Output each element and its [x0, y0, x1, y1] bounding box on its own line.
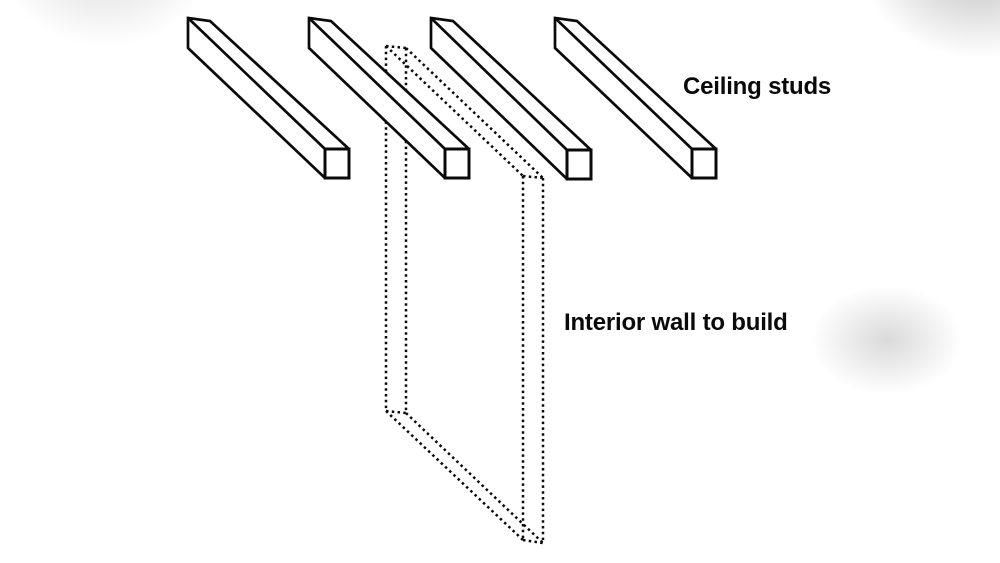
stud-top-far-edge: [554, 17, 693, 150]
stud-top-far-edge: [308, 17, 446, 150]
wall-edge: [522, 174, 544, 180]
wall-edge: [385, 410, 524, 541]
ceiling-stud-2: [307, 16, 471, 180]
stud-end-face: [443, 147, 471, 180]
stud-end-face: [565, 148, 593, 181]
ceiling-stud-1: [186, 16, 351, 180]
wall-edge: [405, 412, 544, 544]
ceiling-studs-label: Ceiling studs: [683, 73, 832, 100]
interior-wall-label: Interior wall to build: [564, 309, 788, 336]
stud-end-face: [323, 147, 351, 180]
wall-edge: [385, 45, 524, 177]
wall-edge: [405, 47, 544, 179]
ceiling-stud-4: [553, 16, 718, 180]
stud-top-far-edge: [187, 17, 326, 150]
stud-end-face: [690, 147, 718, 180]
ceiling-stud-3: [429, 16, 593, 181]
wall-edge: [385, 409, 407, 415]
stud-top-far-edge: [430, 17, 568, 151]
interior-wall-outline: [384, 44, 545, 545]
wall-edge: [385, 44, 407, 50]
ceiling-studs-group: [186, 16, 718, 181]
